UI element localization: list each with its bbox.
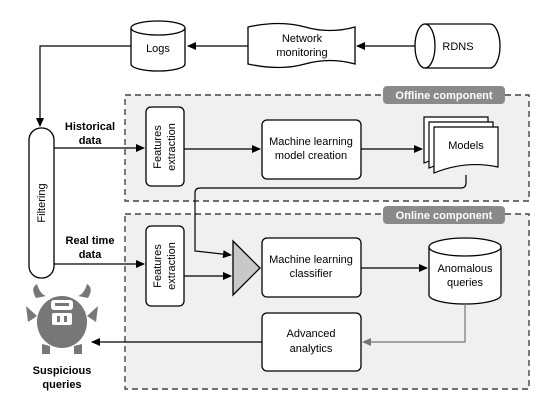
ml-classifier-node: Machine learning classifier [261,237,362,298]
suspicious-queries-label-line1: Suspicious [33,365,92,377]
filtering-label: Filtering [36,183,48,222]
anomalous-queries-database: Anomalous queries [428,237,502,305]
monster-icon [26,284,98,354]
suspicious-queries-label-line2: queries [42,379,81,391]
online-region-label-bg [383,206,505,224]
features-extraction-offline-line1: Features [152,125,164,169]
offline-region-label: Offline component [395,90,493,102]
features-extraction-offline-node: Features extraction [145,106,185,187]
filtering-node: Filtering [28,127,55,279]
logs-database: Logs [130,20,186,72]
ml-model-creation-line2: model creation [275,150,347,162]
advanced-analytics-line2: analytics [290,343,333,355]
network-monitoring-label-line2: monitoring [276,47,327,59]
anomalous-queries-line1: Anomalous [437,263,493,275]
models-label: Models [448,140,484,152]
merge-triangle [232,239,261,297]
logs-label: Logs [146,43,170,55]
ml-classifier-line2: classifier [290,268,333,280]
edge-anomalous-to-analytics [362,304,466,346]
features-extraction-online-line1: Features [152,244,164,288]
features-extraction-online-node: Features extraction [145,225,185,307]
features-extraction-offline-line2: extraction [166,123,178,171]
edge-logs-to-filtering [36,45,131,127]
rdns-node: RDNS [414,23,501,69]
anomalous-queries-line2: queries [447,277,484,289]
features-extraction-online-line2: extraction [166,242,178,290]
rdns-label: RDNS [442,41,473,53]
ml-model-creation-line1: Machine learning [269,136,353,148]
historical-data-label-line2: data [79,135,103,147]
models-node: Models [423,116,499,174]
advanced-analytics-node: Advanced analytics [261,312,362,372]
real-time-data-label-line2: data [79,249,103,261]
advanced-analytics-line1: Advanced [287,328,336,340]
network-monitoring-node: Network monitoring [247,22,356,69]
offline-region-label-bg [383,86,505,104]
online-region-label: Online component [396,210,493,222]
ml-model-creation-node: Machine learning model creation [261,119,362,180]
real-time-data-label-line1: Real time [66,235,115,247]
historical-data-label-line1: Historical [65,121,115,133]
ml-classifier-line1: Machine learning [269,254,353,266]
edge-models-to-classifier [194,175,467,259]
network-monitoring-label-line1: Network [282,33,323,45]
